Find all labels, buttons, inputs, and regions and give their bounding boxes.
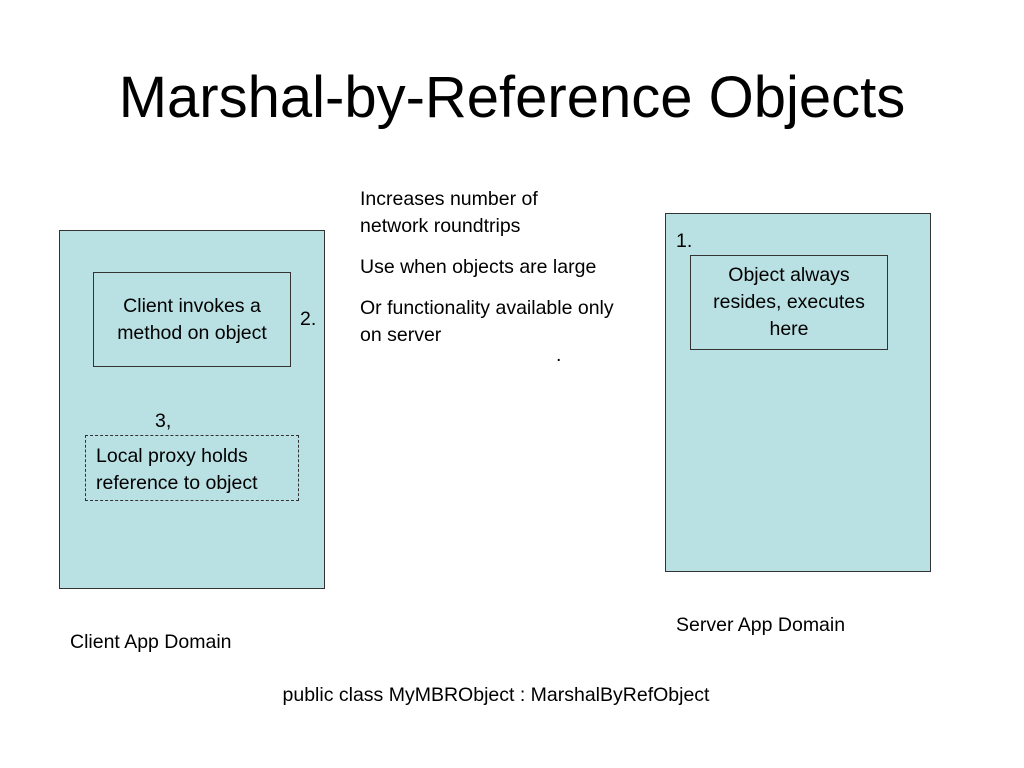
note-server-functionality: Or functionality available only on serve… [360, 297, 614, 346]
local-proxy-text: Local proxy holds reference to object [96, 445, 258, 494]
step-2-label: 2. [300, 308, 317, 330]
client-app-domain-label: Client App Domain [70, 631, 232, 653]
code-line: public class MyMBRObject : MarshalByRefO… [282, 684, 710, 706]
server-app-domain-label: Server App Domain [676, 614, 846, 636]
step-3-label: 3, [155, 410, 172, 432]
step-1-label: 1. [676, 230, 693, 252]
client-invoke-text: Client invokes a method on object [117, 294, 267, 344]
server-app-domain-box [665, 213, 931, 572]
slide-title: Marshal-by-Reference Objects [118, 65, 906, 130]
server-object-box: Object always resides, executes here [690, 255, 888, 350]
note-roundtrips: Increases number of network roundtrips [360, 188, 538, 237]
server-object-text: Object always resides, executes here [713, 264, 865, 340]
note-large-objects: Use when objects are large [360, 256, 597, 278]
client-app-domain-box [59, 230, 325, 589]
client-invoke-box: Client invokes a method on object [93, 272, 291, 367]
local-proxy-box: Local proxy holds reference to object [85, 435, 299, 501]
stray-dot: . [556, 344, 562, 366]
